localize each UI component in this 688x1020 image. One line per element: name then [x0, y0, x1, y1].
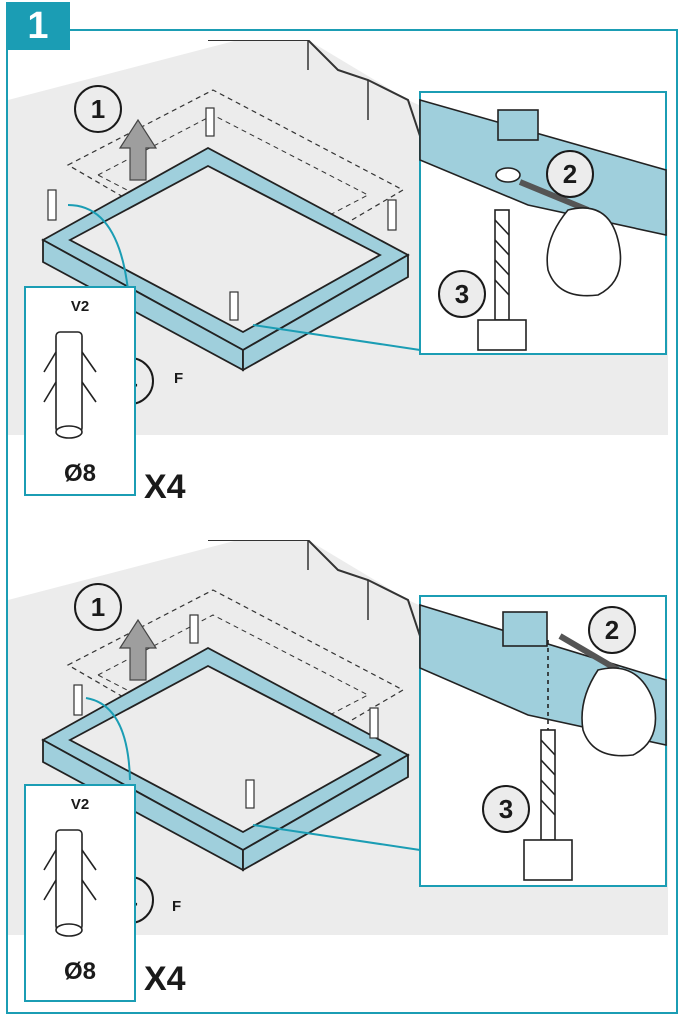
callout-2: 2 [588, 606, 636, 654]
panel-bottom: 1 2 3 4 F V2 Ø8 X4 [8, 540, 676, 1010]
callout-1: 1 [74, 85, 122, 133]
wall-plug-icon [43, 331, 97, 439]
callout-3: 3 [482, 785, 530, 833]
mounting-frame [41, 646, 410, 872]
plug-code: V2 [70, 796, 90, 813]
frame-label: F [172, 898, 182, 915]
wall-plug-icon [43, 829, 97, 937]
detail-illustration [419, 98, 667, 351]
step-number-badge: 1 [6, 2, 70, 50]
installation-illustration [8, 540, 668, 935]
frame-label: F [174, 370, 184, 387]
wall-plug-box: V2 Ø8 [24, 784, 136, 1002]
detail-illustration [419, 603, 667, 881]
callout-3: 3 [438, 270, 486, 318]
callout-2: 2 [546, 150, 594, 198]
quantity-label: X4 [144, 960, 186, 998]
lift-arrow-icon [118, 118, 158, 181]
plug-diameter: Ø8 [63, 460, 96, 487]
plug-code: V2 [70, 298, 90, 315]
instruction-frame [6, 29, 678, 1014]
installation-illustration [8, 40, 668, 435]
mounting-frame [41, 146, 410, 372]
lift-arrow-icon [118, 618, 158, 681]
plug-diameter: Ø8 [63, 958, 96, 985]
wall-plug-box: V2 Ø8 [24, 286, 136, 496]
panel-top: 1 2 3 4 F V2 Ø8 X4 [8, 40, 676, 510]
callout-1: 1 [74, 583, 122, 631]
quantity-label: X4 [144, 468, 186, 506]
